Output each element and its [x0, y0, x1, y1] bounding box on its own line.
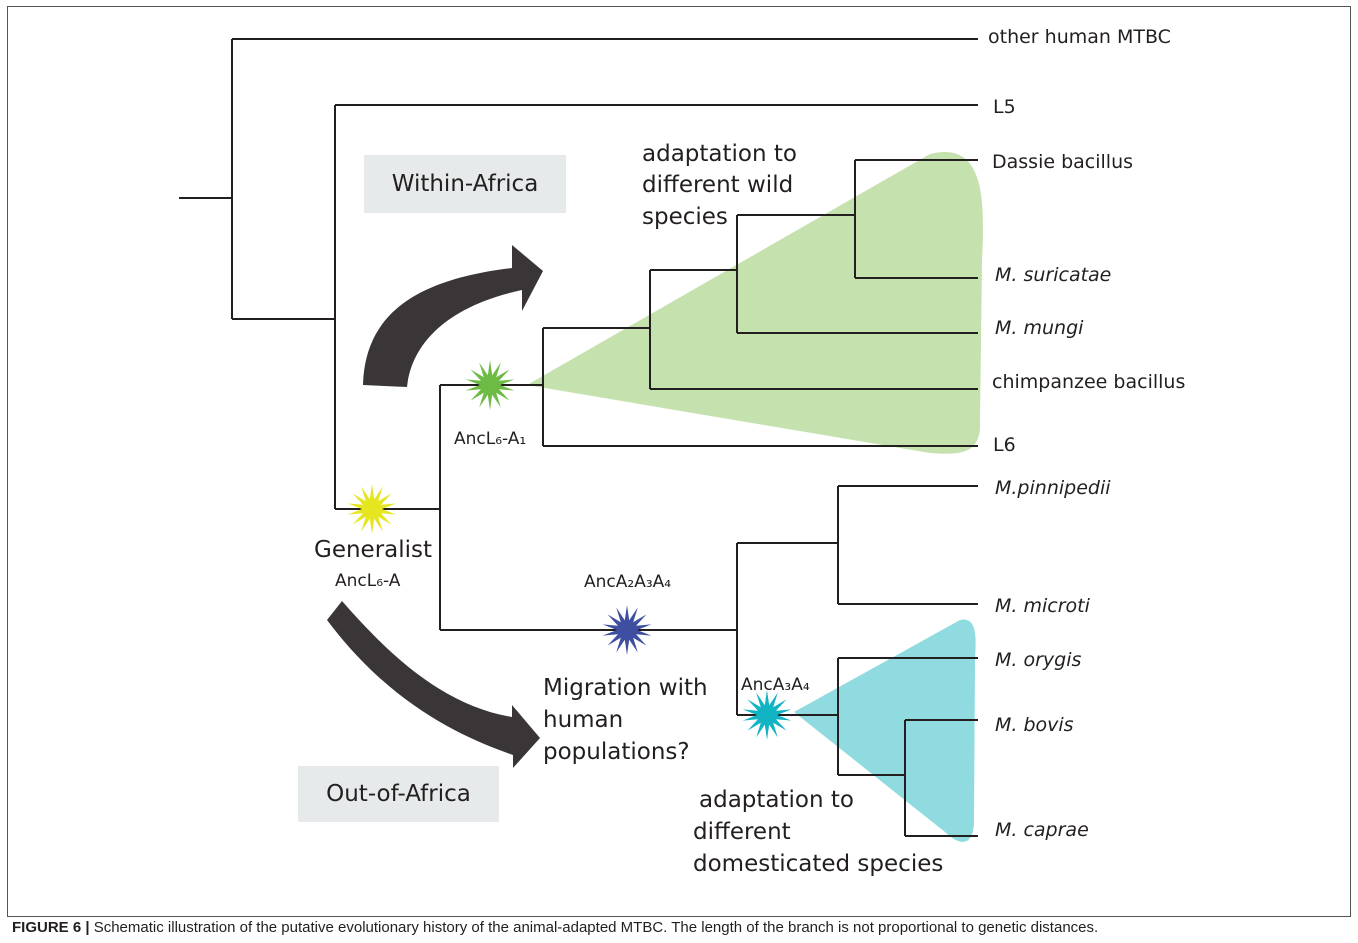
domesticated-adaptation-line-3: domesticated species: [693, 851, 943, 877]
leaf-other-human-mtbc: other human MTBC: [988, 26, 1171, 48]
leaf-m-suricatae: M. suricatae: [995, 264, 1111, 286]
out-of-africa-box: Out-of-Africa: [298, 766, 499, 822]
wild-clade-shading: [527, 151, 984, 454]
generalist-label: Generalist: [314, 537, 432, 563]
out-of-africa-arrow: [327, 601, 540, 768]
leaf-m-microti: M. microti: [995, 595, 1091, 617]
migration-line-3: populations?: [543, 739, 690, 765]
within-africa-label: Within-Africa: [391, 171, 539, 197]
anca3a4-star: [742, 690, 792, 740]
within-africa-arrow: [363, 245, 543, 387]
domesticated-clade-shading: [794, 619, 976, 842]
ancl6a1-star: [465, 360, 515, 410]
ancl6a1-label: AncL₆-A₁: [454, 429, 526, 449]
caption-label: FIGURE 6 |: [12, 919, 90, 936]
leaf-chimpanzee-bacillus: chimpanzee bacillus: [992, 371, 1185, 393]
migration-line-1: Migration with: [543, 675, 708, 701]
figure-frame: [7, 6, 1351, 917]
domesticated-adaptation-line-1: adaptation to: [699, 787, 854, 813]
leaf-m-caprae: M. caprae: [995, 819, 1089, 841]
leaf-l5: L5: [993, 96, 1016, 118]
tree-branches: [179, 38, 978, 837]
leaf-m-bovis: M. bovis: [995, 714, 1074, 736]
generalist-star: [347, 484, 397, 534]
figure-caption: FIGURE 6 | Schematic illustration of the…: [12, 919, 1352, 936]
leaf-l6: L6: [993, 434, 1016, 456]
leaf-m-pinnipedii: M.pinnipedii: [995, 477, 1111, 499]
wild-adaptation-line-2: different wild: [642, 172, 793, 198]
anca2a3a4-label: AncA₂A₃A₄: [584, 572, 671, 592]
wild-adaptation-line-3: species: [642, 204, 728, 230]
wild-adaptation-line-1: adaptation to: [642, 141, 797, 167]
out-of-africa-label: Out-of-Africa: [326, 781, 471, 807]
ancl6a-label: AncL₆-A: [335, 571, 401, 591]
anca2a3a4-star: [602, 605, 652, 655]
migration-line-2: human: [543, 707, 623, 733]
caption-text: Schematic illustration of the putative e…: [89, 919, 1099, 936]
leaf-dassie-bacillus: Dassie bacillus: [992, 151, 1133, 173]
leaf-m-orygis: M. orygis: [995, 649, 1081, 671]
domesticated-adaptation-line-2: different: [693, 819, 791, 845]
leaf-m-mungi: M. mungi: [995, 317, 1084, 339]
within-africa-box: Within-Africa: [364, 155, 566, 213]
anca3a4-label: AncA₃A₄: [741, 675, 810, 695]
